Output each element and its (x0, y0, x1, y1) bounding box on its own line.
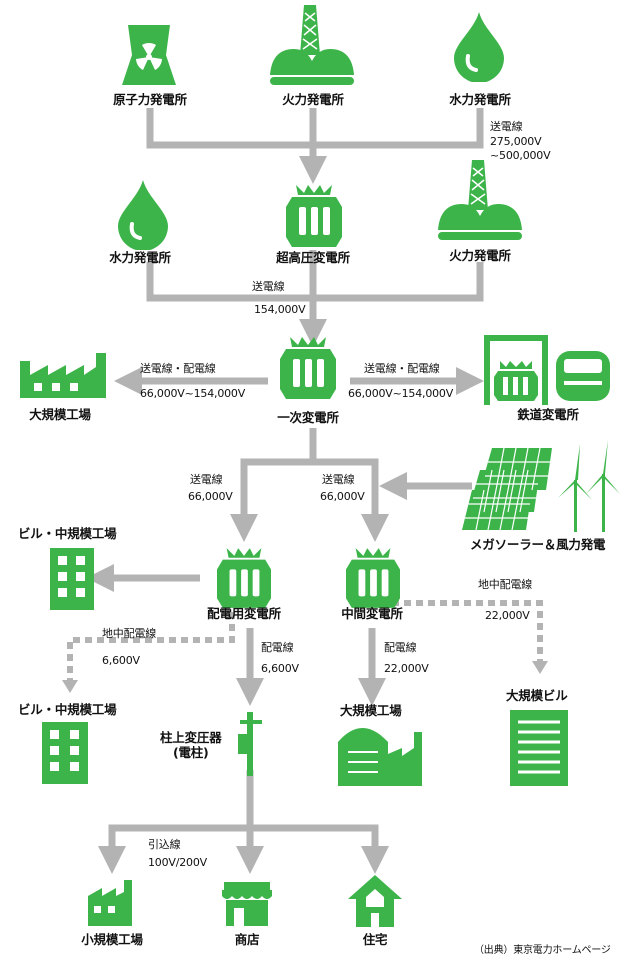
house-icon (348, 875, 402, 927)
railway-substation-label: 鉄道変電所 (517, 407, 579, 422)
transformer-icon (346, 548, 400, 608)
large-factory-label: 大規模工場 (29, 407, 91, 422)
service-line-voltage: 100V/200V (148, 856, 207, 869)
transformer-icon (286, 185, 342, 247)
line-tier4-branch (230, 428, 317, 542)
ultra-substation-label: 超高圧変電所 (276, 250, 350, 265)
house-label: 住宅 (362, 932, 388, 947)
line-tier4-branch-right (313, 458, 389, 542)
inter-line-label: 配電線 (384, 641, 417, 654)
tier2-line-label: 送電線 (252, 280, 285, 293)
tier4-left-voltage: 66,000V (188, 490, 233, 503)
transformer-icon (280, 337, 336, 399)
underground-left-voltage: 6,600V (102, 654, 140, 667)
intermediate-substation-label: 中間変電所 (341, 606, 403, 621)
small-factory-icon (88, 880, 132, 926)
underground-left-label: 地中配電線 (102, 627, 156, 640)
large-building-label: 大規模ビル (506, 688, 568, 703)
distribution-substation-label: 配電用変電所 (207, 606, 281, 621)
tier3-left-line-label: 送電線・配電線 (140, 362, 216, 375)
thermal-plant-icon (270, 5, 354, 85)
underground-right-label: 地中配電線 (478, 578, 532, 591)
building-mid-label: ビル・中規模工場 (18, 702, 117, 717)
water-drop-icon (454, 12, 504, 82)
tier3-right-line-label: 送電線・配電線 (364, 362, 440, 375)
hydro-plant-2-label: 水力発電所 (109, 250, 171, 265)
line-service-collector (98, 770, 254, 874)
thermal-plant-icon (438, 160, 522, 240)
large-building-icon (510, 710, 568, 786)
pole-transformer-label: 柱上変圧器 (電柱) (160, 730, 222, 760)
large-factory-bottom-label: 大規模工場 (340, 703, 402, 718)
building-mid-top-label: ビル・中規模工場 (18, 526, 117, 541)
service-line-label: 引込線 (148, 838, 181, 851)
tier1-line-voltage: 275,000V ~500,000V (490, 135, 551, 162)
utility-pole-icon (238, 712, 262, 776)
thermal-plant-label: 火力発電所 (282, 92, 344, 107)
tier4-left-line-label: 送電線 (190, 473, 223, 486)
tier4-right-line-label: 送電線 (322, 473, 355, 486)
building-icon (42, 722, 88, 784)
underground-right (392, 600, 543, 663)
inter-line-voltage: 22,000V (384, 662, 429, 675)
small-factory-label: 小規模工場 (81, 932, 143, 947)
nuclear-plant-label: 原子力発電所 (113, 92, 187, 107)
factory-icon (20, 353, 106, 398)
shop-icon (222, 882, 272, 926)
solar-wind-icon (462, 440, 620, 532)
renewables-label: メガソーラー＆風力発電 (470, 537, 606, 552)
shop-label: 商店 (234, 932, 260, 947)
tier3-left-voltage: 66,000V~154,000V (140, 387, 246, 400)
large-factory-icon (338, 728, 422, 786)
railway-substation-icon (484, 335, 610, 405)
building-icon (50, 548, 94, 610)
underground-left (67, 612, 235, 682)
dist-line-voltage: 6,600V (261, 662, 299, 675)
tier3-right-voltage: 66,000V~154,000V (348, 387, 454, 400)
line-service-house (250, 824, 389, 874)
water-drop-icon (118, 180, 168, 250)
transformer-icon (217, 548, 271, 608)
hydro-plant-label: 水力発電所 (449, 92, 511, 107)
tier4-right-voltage: 66,000V (320, 490, 365, 503)
underground-right-voltage: 22,000V (485, 609, 530, 622)
tier2-line-voltage: 154,000V (254, 303, 306, 316)
nuclear-plant-icon (122, 25, 176, 85)
primary-substation-label: 一次変電所 (277, 410, 339, 425)
dist-line-label: 配電線 (261, 641, 294, 654)
thermal-plant-2-label: 火力発電所 (449, 248, 511, 263)
tier1-line-label: 送電線 (490, 120, 523, 133)
source-credit: （出典）東京電力ホームページ (474, 945, 611, 956)
